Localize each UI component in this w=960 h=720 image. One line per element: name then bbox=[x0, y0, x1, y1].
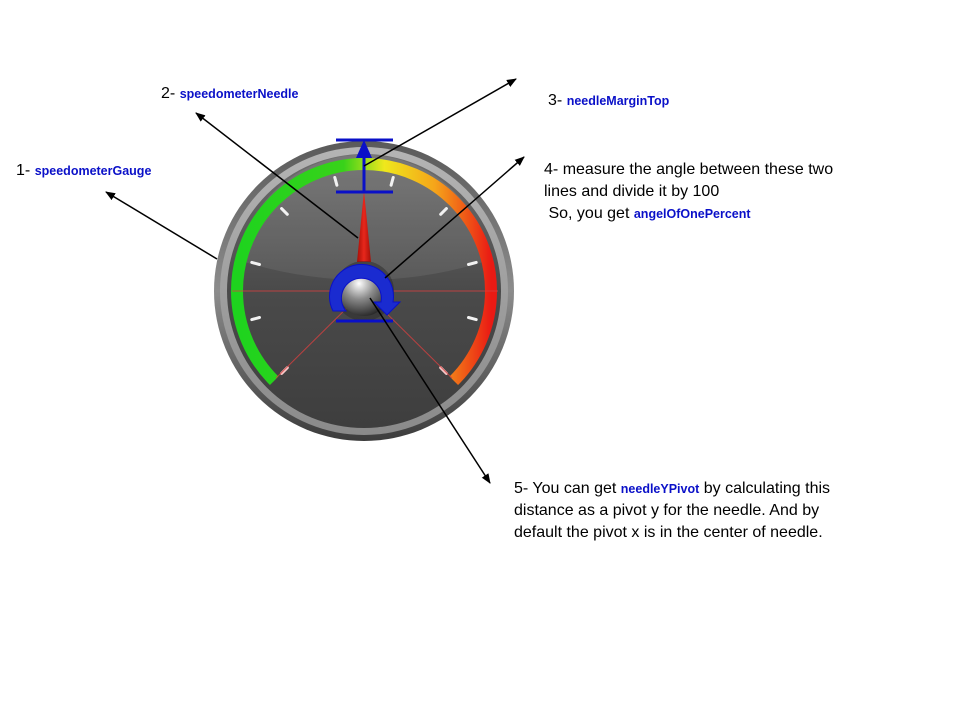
callout-number: 1- bbox=[16, 162, 31, 179]
code-identifier: needleYPivot bbox=[620, 482, 700, 496]
callout-number: 5- bbox=[514, 480, 529, 497]
code-identifier: speedometerNeedle bbox=[179, 87, 299, 101]
callout-4-angle-of-one-percent: 4- measure the angle between these two l… bbox=[544, 159, 833, 225]
gauge-tick-marks bbox=[250, 176, 478, 375]
callout-5-needle-y-pivot: 5- You can get needleYPivot by calculati… bbox=[514, 478, 830, 544]
arrow-1 bbox=[105, 191, 218, 260]
arrow-2 bbox=[195, 112, 359, 239]
arrow-3 bbox=[363, 78, 517, 167]
callout-3-needle-margin-top: 3- needleMarginTop bbox=[548, 90, 669, 112]
code-identifier: needleMarginTop bbox=[566, 94, 670, 108]
callout-arrows bbox=[105, 78, 525, 484]
callout-text-line: by calculating this bbox=[703, 480, 831, 497]
callout-text-line: measure the angle between these two bbox=[562, 161, 834, 178]
callout-number: 2- bbox=[161, 85, 176, 102]
callout-text-line: distance as a pivot y for the needle. An… bbox=[514, 502, 820, 519]
callout-text-line: You can get bbox=[532, 480, 617, 497]
callout-text-line: So, you get bbox=[548, 205, 630, 222]
callout-text-line: default the pivot x is in the center of … bbox=[514, 524, 823, 541]
needle-margin-top-marker bbox=[336, 138, 393, 194]
callout-1-speedometer-gauge: 1- speedometerGauge bbox=[16, 160, 151, 182]
callout-2-speedometer-needle: 2- speedometerNeedle bbox=[161, 83, 299, 105]
arrow-4 bbox=[384, 156, 525, 279]
callout-number: 4- bbox=[544, 161, 559, 178]
code-identifier: speedometerGauge bbox=[34, 164, 152, 178]
arrow-5 bbox=[369, 297, 491, 484]
needle-icon bbox=[357, 191, 371, 262]
code-identifier: angelOfOnePercent bbox=[633, 207, 751, 221]
blue-curved-arrow-icon bbox=[329, 263, 402, 316]
callout-text-line: lines and divide it by 100 bbox=[544, 183, 720, 200]
callout-number: 3- bbox=[548, 92, 563, 109]
